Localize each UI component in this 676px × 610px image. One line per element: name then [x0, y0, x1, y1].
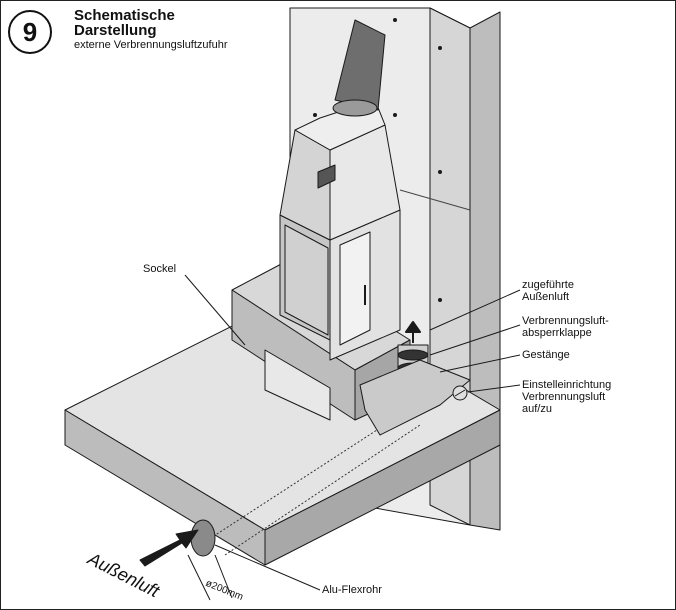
label-alu-flexrohr: Alu-Flexrohr [322, 584, 382, 596]
knob-slot [454, 389, 466, 397]
duct-path-2 [224, 424, 421, 556]
stove-door [339, 231, 371, 346]
label-zugefuehrte-line-1: zugeführte [522, 279, 574, 291]
leader-sockel [184, 274, 246, 346]
step-number-badge: 9 [8, 10, 52, 54]
dim-line-2 [214, 554, 233, 599]
leader-zugefuehrte [429, 289, 521, 331]
label-zugefuehrte-line-2: Außenluft [522, 291, 570, 303]
label-zugefuehrte-aussenluft: zugeführte Außenluft [522, 279, 574, 303]
page-subtitle: externe Verbrennungsluftzufuhr [74, 39, 228, 51]
hood-vent [317, 164, 336, 189]
duct-inlet [190, 519, 216, 557]
floor-cutaway [359, 359, 471, 436]
wall-panel-joint [399, 189, 471, 211]
label-einstelleinrichtung: Einstelleinrichtung Verbrennungsluft auf… [522, 379, 611, 415]
title-line-1: Schematische [74, 7, 175, 24]
label-sockel: Sockel [143, 263, 177, 275]
floor-slab-side [264, 409, 501, 566]
label-klappe-line-2: absperrklappe [522, 327, 592, 339]
label-einstell-line-3: auf/zu [522, 403, 552, 415]
page-title: Schematische Darstellung [74, 8, 274, 38]
leader-einstell [467, 384, 521, 393]
leader-klappe [429, 324, 521, 356]
leader-alu-flexrohr [214, 544, 321, 591]
label-verbrennungsluft-klappe: Verbrennungsluft- absperrklappe [522, 315, 609, 339]
leader-gestaenge [439, 354, 521, 373]
stove-glass [284, 224, 329, 336]
pedestal-opening [264, 349, 331, 421]
label-einstell-line-1: Einstelleinrichtung [522, 379, 612, 391]
outside-air-arrow [139, 529, 199, 567]
label-klappe-line-1: Verbrennungsluft- [522, 315, 609, 327]
damper-ring-1 [397, 349, 429, 361]
air-up-arrow [405, 321, 421, 343]
label-gestaenge: Gestänge [522, 349, 570, 361]
label-einstell-line-2: Verbrennungsluft [522, 391, 606, 403]
dim-line-1 [187, 554, 211, 601]
title-line-2: Darstellung [74, 22, 157, 39]
flue-pipe-collar [332, 99, 378, 117]
